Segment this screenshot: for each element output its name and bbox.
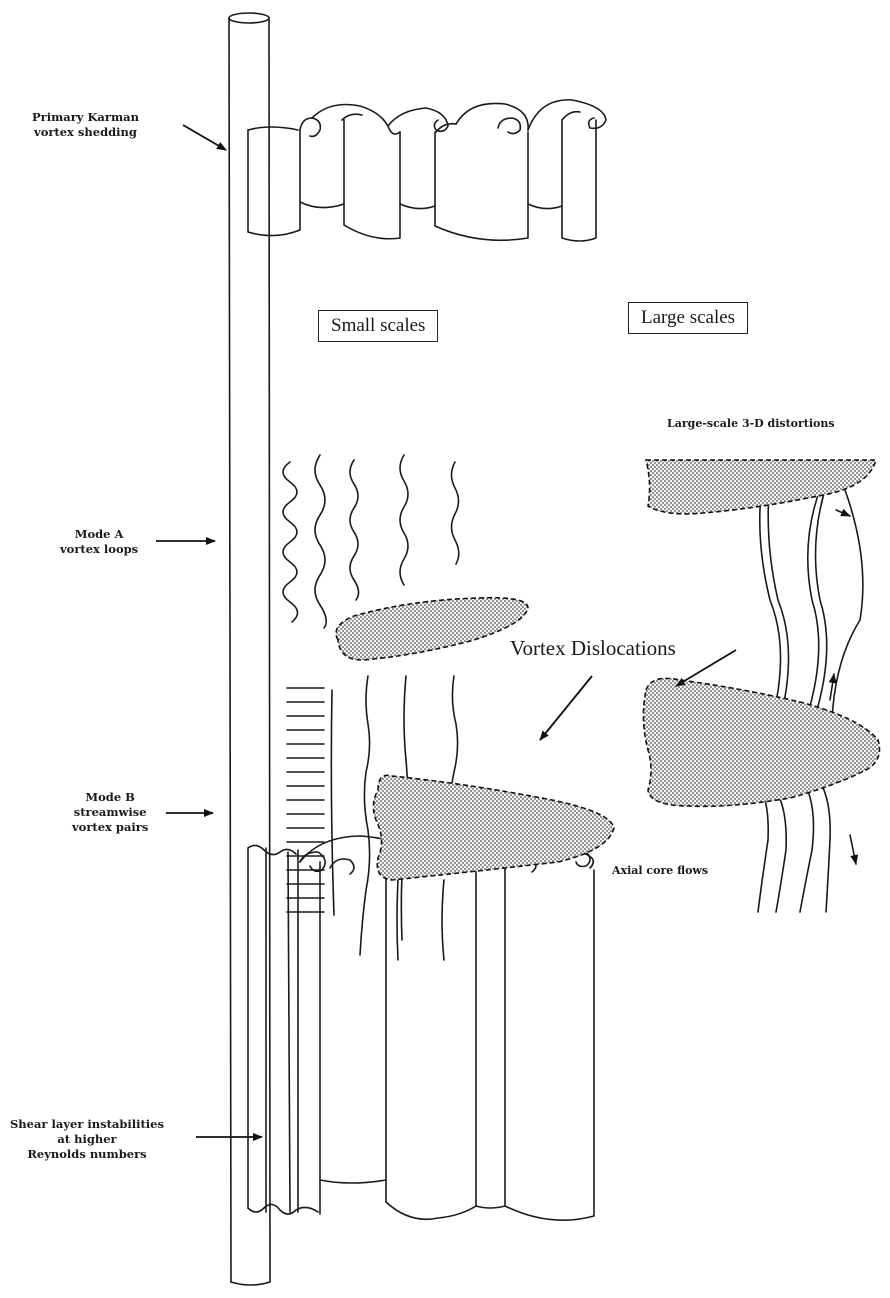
vortex-dislocations-arrow [540,676,592,740]
dislocation-regions [336,460,880,880]
label-mode-b-line3: vortex pairs [72,820,148,835]
label-axial-core-flows: Axial core flows [612,864,708,877]
label-primary-karman-line1: Primary Karman [32,110,139,125]
label-mode-a: Mode A vortex loops [60,527,138,557]
label-mode-b-line1: Mode B [72,790,148,805]
label-shear-layer-line1: Shear layer instabilities [10,1117,164,1132]
dislocation-region-large-top [646,460,876,514]
label-mode-a-line1: Mode A [60,527,138,542]
vortex-dislocations-arrow-right [676,650,736,686]
label-shear-layer-line3: Reynolds numbers [10,1147,164,1162]
label-large-scale-distortions: Large-scale 3-D distortions [667,417,835,430]
label-primary-karman-line2: vortex shedding [32,125,139,140]
label-large-scales: Large scales [628,302,748,334]
label-shear-layer-line2: at higher [10,1132,164,1147]
cylinder [229,13,270,1285]
dislocation-region-mode-a [336,598,528,660]
label-mode-b: Mode B streamwise vortex pairs [72,790,148,835]
label-shear-layer: Shear layer instabilities at higher Reyn… [10,1117,164,1162]
label-mode-b-line2: streamwise [72,805,148,820]
dislocation-region-large-mid [643,678,879,806]
label-small-scales: Small scales [318,310,438,342]
label-vortex-dislocations: Vortex Dislocations [510,636,676,661]
label-primary-karman: Primary Karman vortex shedding [32,110,139,140]
bottom-vortex-rolls [248,836,594,1220]
primary-karman-arrow [183,125,226,150]
label-mode-a-line2: vortex loops [60,542,138,557]
primary-karman-vortex-rolls [248,100,606,241]
